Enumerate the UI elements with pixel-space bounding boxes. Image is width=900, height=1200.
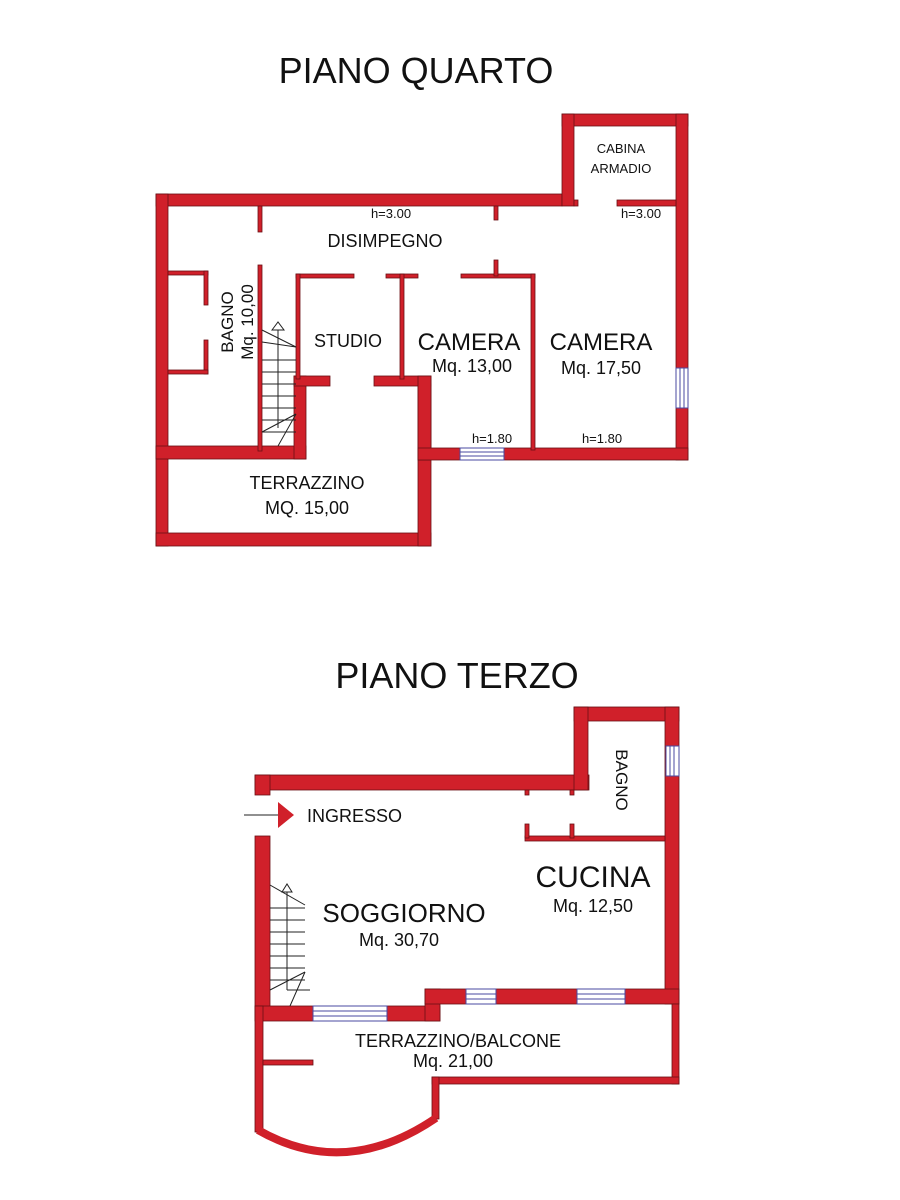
room-label-camera-1: CAMERA xyxy=(418,329,521,356)
piano-quarto-windows xyxy=(459,367,689,461)
room-area-camera-1: Mq. 13,00 xyxy=(432,356,512,376)
height-label: h=3.00 xyxy=(621,206,661,221)
room-area-terrazzino-balcone: Mq. 21,00 xyxy=(413,1051,493,1071)
room-area-cucina: Mq. 12,50 xyxy=(553,896,633,916)
entrance-arrow-icon xyxy=(244,802,294,828)
room-label-cabina: CABINA xyxy=(597,141,646,156)
stairs-icon xyxy=(261,321,297,447)
room-area-camera-2: Mq. 17,50 xyxy=(561,358,641,378)
room-label-cucina: CUCINA xyxy=(535,861,650,894)
balcony-curve xyxy=(256,1114,439,1157)
room-area-soggiorno: Mq. 30,70 xyxy=(359,930,439,950)
room-area-bagno: Mq. 10,00 xyxy=(238,284,257,360)
room-label-terrazzino-balcone: TERRAZZINO/BALCONE xyxy=(355,1031,561,1051)
room-label-disimpegno: DISIMPEGNO xyxy=(327,231,442,251)
room-label-camera-2: CAMERA xyxy=(550,329,653,356)
height-label: h=1.80 xyxy=(582,431,622,446)
piano-terzo-windows xyxy=(312,745,680,1022)
room-label-armadio: ARMADIO xyxy=(591,161,652,176)
room-area-terrazzino: MQ. 15,00 xyxy=(265,498,349,518)
stairs-icon xyxy=(269,883,310,1007)
room-label-ingresso: INGRESSO xyxy=(307,806,402,826)
room-label-terrazzino: TERRAZZINO xyxy=(250,473,365,493)
room-label-soggiorno: SOGGIORNO xyxy=(322,898,485,928)
height-label: h=3.00 xyxy=(371,206,411,221)
plan-title-piano-terzo: PIANO TERZO xyxy=(335,655,578,696)
room-label-bagno: BAGNO xyxy=(218,291,237,352)
height-label: h=1.80 xyxy=(472,431,512,446)
room-label-bagno-terzo: BAGNO xyxy=(612,749,631,810)
room-label-studio: STUDIO xyxy=(314,331,382,351)
plan-title-piano-quarto: PIANO QUARTO xyxy=(279,50,554,91)
